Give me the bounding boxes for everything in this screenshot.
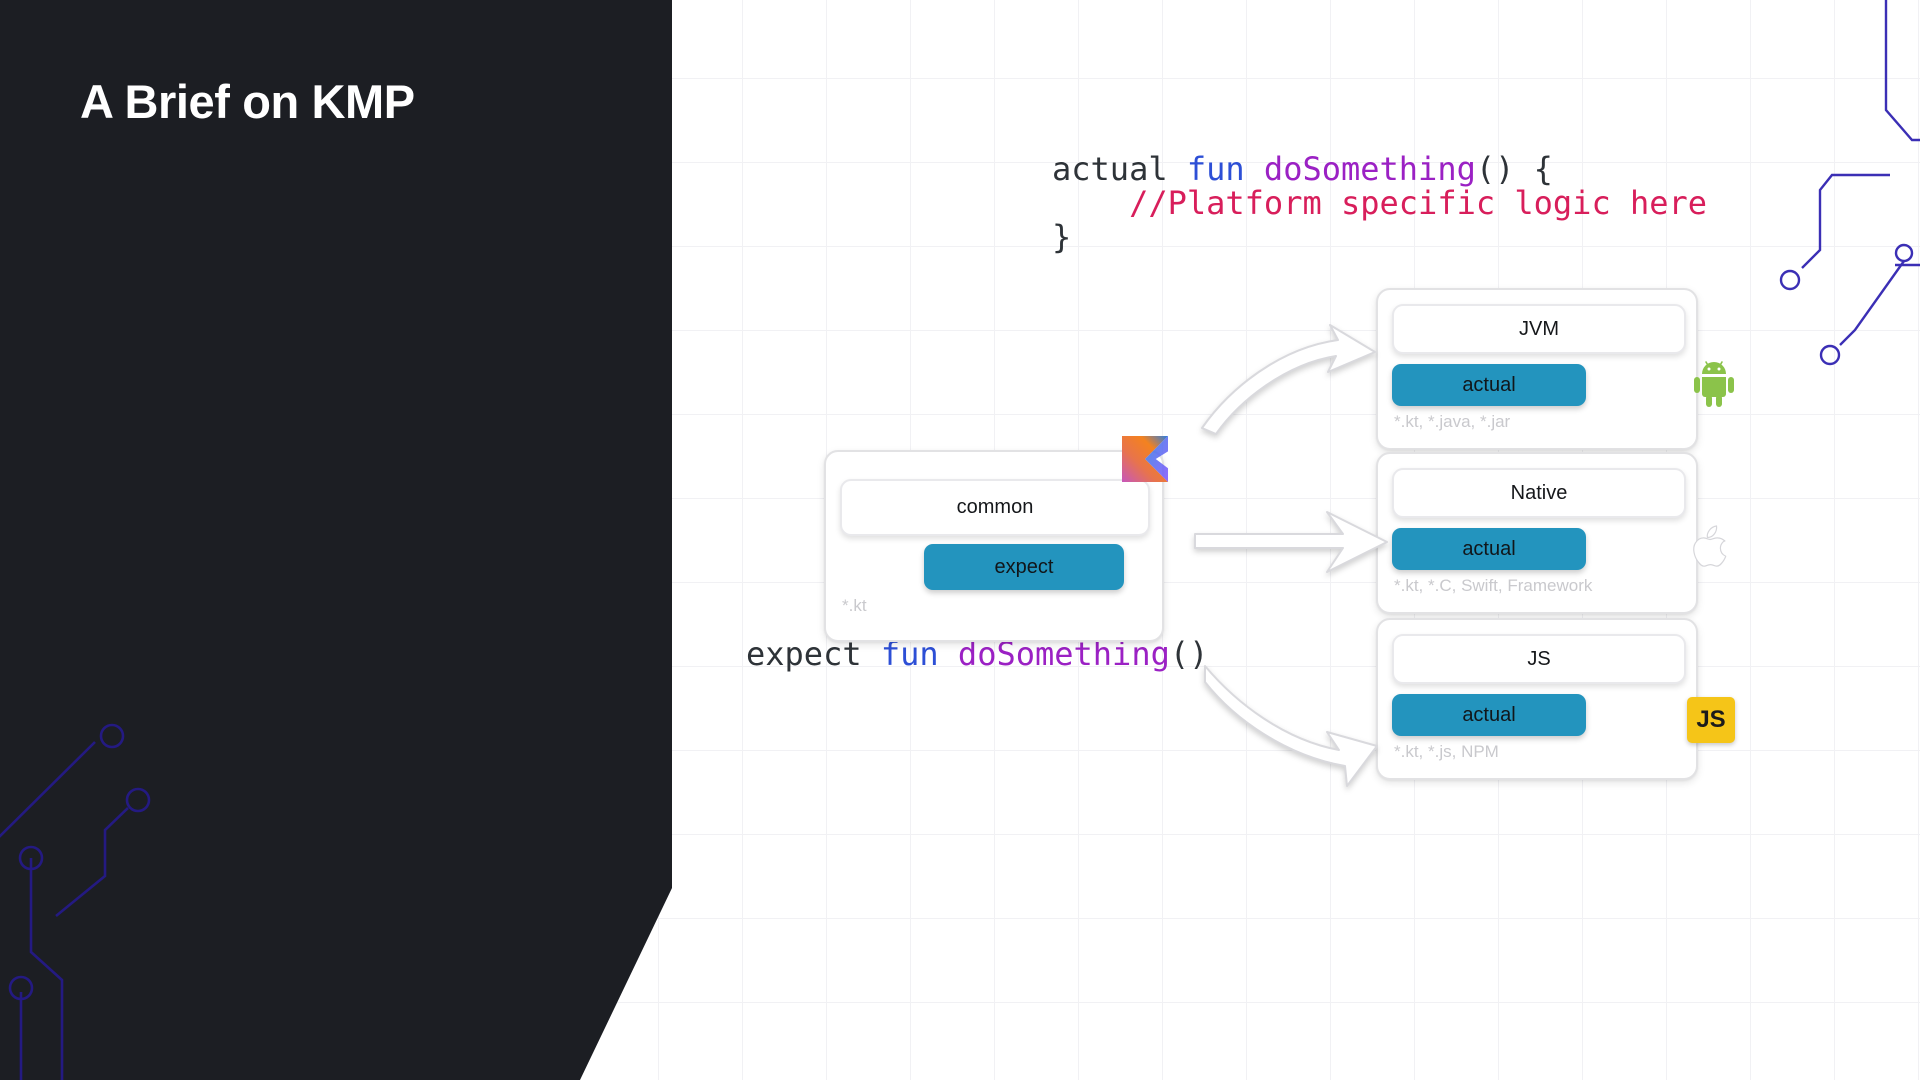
code-token-parens: () [1169,635,1209,673]
platform-card-native[interactable]: Native actual *.kt, *.C, Swift, Framewor… [1376,452,1698,614]
common-sourceset-card[interactable]: common expect *.kt [824,436,1168,642]
actual-badge-jvm[interactable]: actual [1392,364,1586,406]
actual-badge-label-jvm: actual [1462,373,1516,396]
platform-extensions-js: *.kt, *.js, NPM [1394,742,1499,761]
platform-extensions-native: *.kt, *.C, Swift, Framework [1394,576,1593,595]
page-title: A Brief on KMP [80,75,415,128]
common-label: common [956,496,1034,518]
actual-badge-native[interactable]: actual [1392,528,1586,570]
code-token-fnname2: doSomething [957,635,1170,673]
code-token-expect: expect [746,635,881,673]
kotlin-logo-icon [1122,436,1168,482]
code-token-fun2: fun [880,635,958,673]
js-icon: JS [1687,697,1735,743]
platform-card-jvm[interactable]: JVM actual *.kt, *.java, *.jar [1376,288,1698,450]
code-token-comment: //Platform specific logic here [1052,184,1708,223]
code-token-closebrace: } [1052,218,1072,257]
code-token-fun: fun [1186,150,1264,188]
expect-badge-label: expect [994,555,1054,578]
platform-card-js[interactable]: JS actual *.kt, *.js, NPM [1376,618,1698,780]
platform-name-jvm: JVM [1519,317,1559,340]
common-label-box: common [840,479,1150,536]
platform-name-native: Native [1510,481,1568,504]
android-icon [1694,361,1734,407]
platform-name-box-jvm: JVM [1392,304,1686,354]
common-extensions: *.kt [842,596,867,615]
actual-badge-label-js: actual [1462,703,1516,726]
circuit-decoration-left [0,723,151,1080]
code-actual-block: actual fun doSomething() { //Platform sp… [1052,152,1707,255]
platform-name-js: JS [1527,647,1551,670]
expect-badge[interactable]: expect [924,544,1124,590]
actual-badge-label-native: actual [1462,537,1516,560]
code-token-actual: actual [1052,150,1187,188]
code-expect-block: expect fun doSomething() [746,637,1208,671]
js-icon-label: JS [1696,706,1726,733]
code-token-tail: () { [1475,150,1553,188]
title-panel: A Brief on KMP [0,0,672,1080]
platform-extensions-jvm: *.kt, *.java, *.jar [1394,412,1511,431]
circuit-decoration-right [1779,0,1920,366]
platform-name-box-native: Native [1392,468,1686,518]
platform-name-box-js: JS [1392,634,1686,684]
apple-icon [1693,525,1727,567]
code-token-fnname: doSomething [1263,150,1476,188]
actual-badge-js[interactable]: actual [1392,694,1586,736]
